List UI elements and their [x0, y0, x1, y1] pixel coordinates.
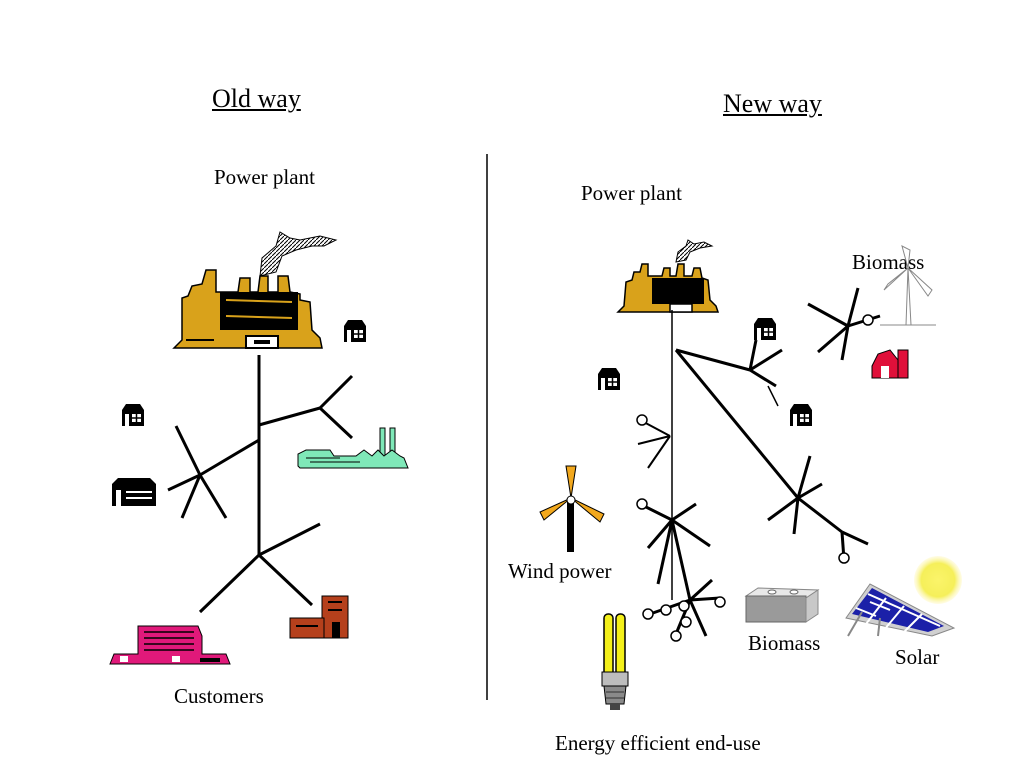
connection-nodes: [636, 314, 874, 642]
new-power-plant-label: Power plant: [581, 181, 682, 205]
sun-icon: [914, 556, 962, 604]
customers-label: Customers: [174, 684, 264, 708]
new-grid-lines: [637, 287, 881, 637]
biomass-container-icon: [744, 587, 820, 623]
old-grid-lines: [167, 355, 354, 614]
new-power-plant-icon: [616, 239, 720, 313]
new-way-title: New way: [723, 89, 822, 118]
efficient-bulb-icon: [601, 613, 629, 710]
old-way-title: Old way: [212, 84, 301, 113]
biomass-bottom-label: Biomass: [748, 631, 821, 655]
old-pink-building-icon: [109, 625, 231, 665]
old-house-icon-right: [343, 319, 367, 343]
wind-power-label: Wind power: [508, 559, 612, 583]
barn-icon: [871, 349, 909, 379]
old-brick-building-icon: [289, 595, 349, 639]
wind-turbine-icon: [539, 465, 605, 552]
new-house-icon-2: [789, 403, 813, 427]
old-power-plant-label: Power plant: [214, 165, 315, 189]
faded-turbine-icon: [880, 245, 936, 326]
old-power-plant-icon: [172, 231, 338, 349]
end-use-label: Energy efficient end-use: [555, 731, 761, 755]
solar-label: Solar: [895, 645, 940, 669]
old-wide-house-icon: [112, 478, 156, 506]
old-house-icon-left: [121, 403, 145, 427]
solar-panel-icon: [845, 583, 956, 637]
new-house-icon-1: [753, 317, 777, 341]
biomass-top-label: Biomass: [852, 250, 925, 274]
new-house-icon-3: [597, 367, 621, 391]
old-industry-icon: [297, 427, 409, 469]
